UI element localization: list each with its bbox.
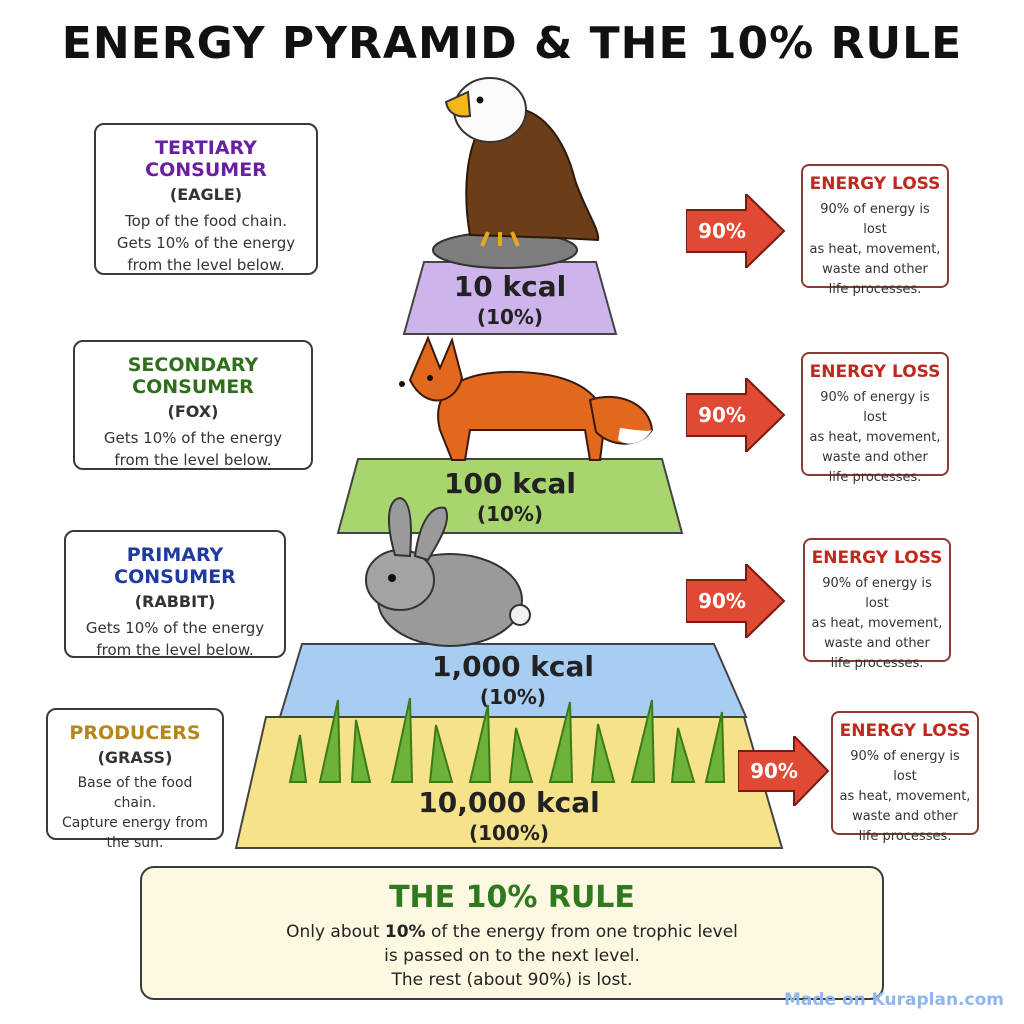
energy-loss-title: ENERGY LOSS bbox=[839, 721, 971, 741]
energy-loss-arrow bbox=[738, 736, 830, 806]
tier-kcal: 100 kcal bbox=[444, 467, 576, 500]
desc-line: life processes. bbox=[858, 829, 952, 844]
eagle-icon bbox=[432, 77, 600, 269]
energy-loss-title: ENERGY LOSS bbox=[811, 548, 943, 568]
tier-kcal: 10 kcal bbox=[453, 270, 567, 303]
info-desc: Base of the food chain. Capture energy f… bbox=[48, 773, 222, 853]
percent-label: 90% bbox=[698, 219, 746, 243]
rule-line-3: The rest (about 90%) is lost. bbox=[391, 970, 633, 990]
info-subtitle: (EAGLE) bbox=[169, 185, 243, 204]
watermark: Made on Kuraplan.com bbox=[783, 990, 1004, 1010]
info-desc: Top of the food chain. Gets 10% of the e… bbox=[96, 210, 316, 276]
info-box-primary: PRIMARY CONSUMER (RABBIT) Gets 10% of th… bbox=[64, 530, 286, 661]
energy-loss-desc: 90% of energy is lost as heat, movement,… bbox=[805, 574, 949, 674]
tier-producers-label: 10,000 kcal (100%) bbox=[236, 786, 782, 845]
tier-tertiary-label: 10 kcal (10%) bbox=[404, 270, 616, 329]
info-title: PRIMARY CONSUMER bbox=[114, 544, 236, 588]
energy-loss-arrow bbox=[686, 194, 786, 268]
desc-line: 90% of energy is lost bbox=[850, 749, 960, 784]
energy-loss-desc: 90% of energy is lost as heat, movement,… bbox=[803, 200, 947, 300]
energy-loss-title: ENERGY LOSS bbox=[809, 362, 941, 382]
page-title: ENERGY PYRAMID & THE 10% RULE bbox=[61, 18, 963, 69]
energy-loss-box: ENERGY LOSS 90% of energy is lost as hea… bbox=[801, 352, 949, 485]
energy-loss-box: ENERGY LOSS 90% of energy is lost as hea… bbox=[803, 538, 951, 671]
desc-line: life processes. bbox=[830, 656, 924, 671]
rule-title: THE 10% RULE bbox=[389, 880, 635, 915]
info-desc: Gets 10% of the energy from the level be… bbox=[75, 427, 311, 471]
tier-kcal: 1,000 kcal bbox=[431, 650, 595, 683]
energy-loss-percent: 90% bbox=[686, 194, 786, 268]
desc-line: as heat, movement, bbox=[809, 430, 941, 445]
rule-text: Only about bbox=[286, 922, 385, 942]
desc-line: as heat, movement, bbox=[811, 616, 943, 631]
energy-loss-arrow bbox=[686, 378, 786, 452]
tier-secondary bbox=[336, 458, 684, 534]
desc-line: Capture energy from bbox=[62, 815, 208, 831]
tier-pct: (10%) bbox=[476, 502, 544, 526]
desc-line: life processes. bbox=[828, 470, 922, 485]
desc-line: from the level below. bbox=[127, 256, 285, 274]
energy-loss-arrow bbox=[686, 564, 786, 638]
rabbit-icon bbox=[365, 496, 531, 647]
desc-line: 90% of energy is lost bbox=[822, 576, 932, 611]
info-box-producers: PRODUCERS (GRASS) Base of the food chain… bbox=[46, 708, 224, 851]
desc-line: from the level below. bbox=[114, 451, 272, 469]
info-subtitle: (GRASS) bbox=[97, 748, 173, 767]
energy-loss-box: ENERGY LOSS 90% of energy is lost as hea… bbox=[831, 711, 979, 844]
grass-icon bbox=[288, 697, 726, 783]
info-subtitle: (RABBIT) bbox=[134, 592, 216, 611]
desc-line: Gets 10% of the energy bbox=[85, 619, 265, 637]
rule-line-2: is passed on to the next level. bbox=[384, 946, 640, 966]
desc-line: Gets 10% of the energy bbox=[116, 234, 296, 252]
percent-label: 90% bbox=[698, 589, 746, 613]
desc-line: life processes. bbox=[828, 282, 922, 297]
desc-line: Top of the food chain. bbox=[124, 212, 287, 230]
tier-primary-label: 1,000 kcal (10%) bbox=[280, 650, 746, 709]
desc-line: as heat, movement, bbox=[839, 789, 971, 804]
ten-percent-rule-box: THE 10% RULE Only about 10% of the energ… bbox=[140, 866, 884, 1000]
rule-body: Only about 10% of the energy from one tr… bbox=[282, 920, 742, 992]
tier-primary bbox=[278, 643, 748, 718]
desc-line: the sun. bbox=[106, 835, 164, 851]
tier-secondary-label: 100 kcal (10%) bbox=[338, 467, 682, 526]
fox-icon bbox=[399, 335, 654, 461]
energy-loss-desc: 90% of energy is lost as heat, movement,… bbox=[833, 747, 977, 847]
desc-line: Gets 10% of the energy bbox=[103, 429, 283, 447]
desc-line: waste and other bbox=[824, 636, 930, 651]
percent-label: 90% bbox=[698, 403, 746, 427]
desc-line: 90% of energy is lost bbox=[820, 390, 930, 425]
info-title: SECONDARY CONSUMER bbox=[127, 354, 259, 398]
info-subtitle: (FOX) bbox=[167, 402, 219, 421]
info-desc: Gets 10% of the energy from the level be… bbox=[66, 617, 284, 661]
desc-line: as heat, movement, bbox=[809, 242, 941, 257]
desc-line: 90% of energy is lost bbox=[820, 202, 930, 237]
tier-pct: (10%) bbox=[479, 685, 547, 709]
percent-label: 90% bbox=[750, 759, 798, 783]
info-title: TERTIARY CONSUMER bbox=[145, 137, 267, 181]
info-title: PRODUCERS bbox=[69, 722, 201, 744]
tier-kcal: 10,000 kcal bbox=[418, 786, 600, 819]
desc-line: waste and other bbox=[852, 809, 958, 824]
energy-loss-percent: 90% bbox=[686, 378, 786, 452]
tier-pct: (100%) bbox=[468, 821, 550, 845]
energy-loss-percent: 90% bbox=[686, 564, 786, 638]
rule-text: of the energy from one trophic level bbox=[425, 922, 738, 942]
energy-loss-desc: 90% of energy is lost as heat, movement,… bbox=[803, 388, 947, 488]
rule-line-1: Only about 10% of the energy from one tr… bbox=[282, 920, 742, 944]
info-box-secondary: SECONDARY CONSUMER (FOX) Gets 10% of the… bbox=[73, 340, 313, 470]
energy-loss-percent: 90% bbox=[738, 736, 830, 806]
desc-line: from the level below. bbox=[96, 641, 254, 659]
desc-line: waste and other bbox=[822, 262, 928, 277]
tier-pct: (10%) bbox=[476, 305, 544, 329]
energy-loss-title: ENERGY LOSS bbox=[809, 174, 941, 194]
info-box-tertiary: TERTIARY CONSUMER (EAGLE) Top of the foo… bbox=[94, 123, 318, 275]
desc-line: Base of the food chain. bbox=[77, 775, 193, 811]
rule-emphasis: 10% bbox=[384, 922, 426, 942]
desc-line: waste and other bbox=[822, 450, 928, 465]
energy-loss-box: ENERGY LOSS 90% of energy is lost as hea… bbox=[801, 164, 949, 297]
